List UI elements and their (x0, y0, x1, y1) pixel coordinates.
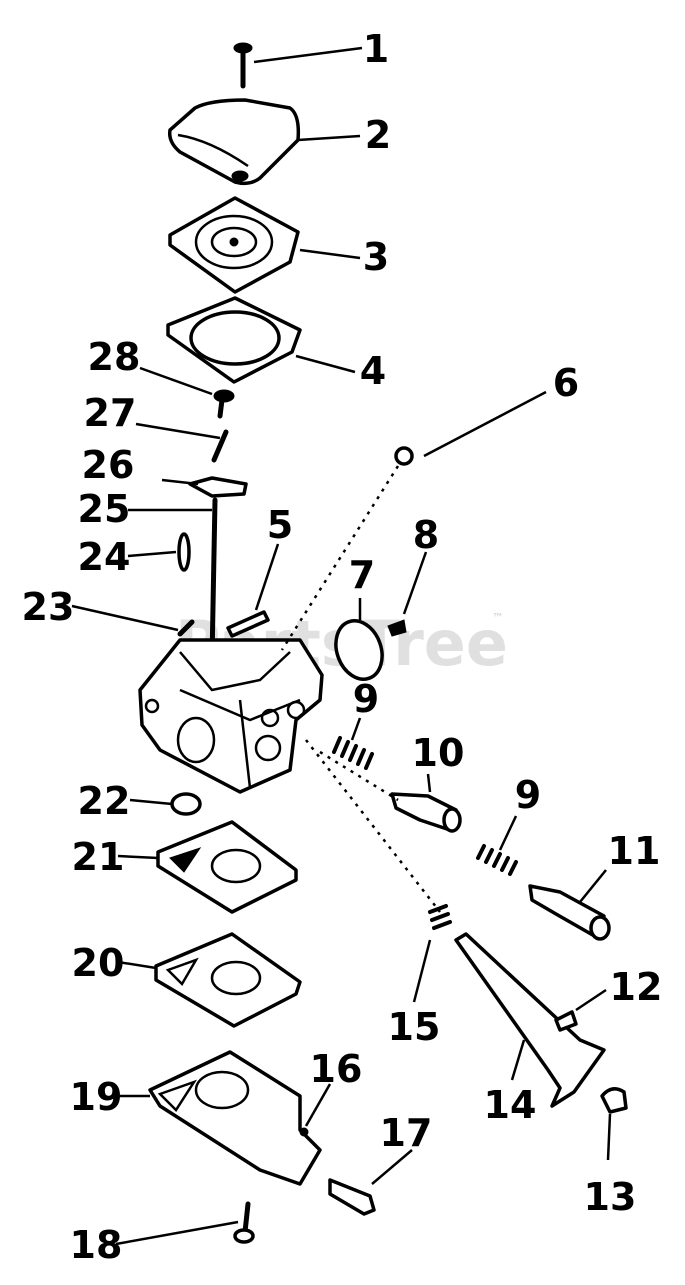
callout-26: 26 (82, 443, 135, 487)
callout-8: 8 (413, 513, 439, 557)
part-5-plug (226, 610, 270, 638)
part-13-clip (600, 1087, 628, 1114)
part-10-needle (390, 792, 462, 833)
callout-17: 17 (380, 1111, 433, 1155)
part-12-clip (554, 1010, 578, 1032)
part-3-pump-diaphragm (168, 196, 300, 294)
part-22-cap (170, 792, 202, 816)
part-18-screw (233, 1201, 255, 1244)
part-2-pump-cover (167, 98, 301, 186)
part-6-ball (394, 446, 414, 466)
callout-9-upper: 9 (353, 677, 379, 721)
part-4-gasket (166, 296, 302, 384)
part-20-diaphragm (154, 932, 302, 1028)
callout-2: 2 (365, 113, 391, 157)
watermark-trademark: ™ (492, 611, 504, 625)
part-26-lever (188, 476, 248, 498)
part-21-gasket (156, 820, 298, 914)
callout-21: 21 (72, 835, 125, 879)
callout-27: 27 (84, 391, 137, 435)
callout-6: 6 (553, 361, 579, 405)
part-15-spring (428, 904, 452, 930)
callout-9-lower: 9 (515, 773, 541, 817)
part-28-screw (213, 389, 235, 419)
part-16-pin (299, 1127, 309, 1137)
part-11-needle (528, 884, 611, 941)
part-23-pin (177, 619, 195, 637)
callout-22: 22 (78, 779, 131, 823)
callout-4: 4 (360, 349, 386, 393)
callout-15: 15 (388, 1005, 441, 1049)
callout-28: 28 (88, 335, 141, 379)
callout-16: 16 (310, 1047, 363, 1091)
callout-25: 25 (78, 487, 131, 531)
carburetor-body (138, 638, 324, 794)
callout-24: 24 (78, 535, 131, 579)
callout-1: 1 (363, 27, 389, 71)
callout-23: 23 (22, 585, 75, 629)
part-17-screw (328, 1178, 376, 1216)
callout-7: 7 (349, 553, 375, 597)
part-25-needle (209, 497, 218, 663)
part-9-spring-lower (476, 844, 518, 876)
callout-5: 5 (267, 503, 293, 547)
part-8-screw (387, 619, 407, 637)
callout-13: 13 (584, 1175, 637, 1219)
part-9-spring-upper (332, 736, 374, 770)
callout-20: 20 (72, 941, 125, 985)
part-1-screw (233, 42, 253, 89)
part-27-pin (211, 429, 229, 463)
callout-10: 10 (412, 731, 465, 775)
leader-lines (71, 46, 612, 1246)
callout-18: 18 (70, 1223, 123, 1267)
callout-19: 19 (70, 1075, 123, 1119)
part-14-lever (454, 932, 606, 1108)
callout-14: 14 (484, 1083, 537, 1127)
callout-12: 12 (610, 965, 663, 1009)
part-7-disc (334, 619, 384, 681)
callout-3: 3 (363, 235, 389, 279)
part-19-cover (148, 1050, 322, 1186)
part-24-spring (177, 532, 191, 572)
callout-11: 11 (608, 829, 661, 873)
